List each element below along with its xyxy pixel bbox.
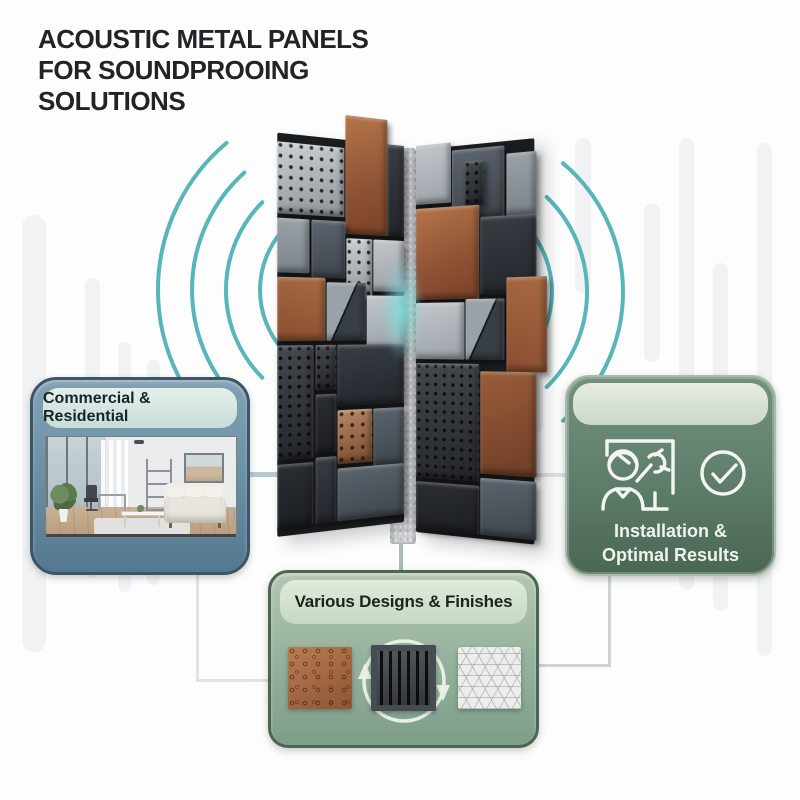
panel-tile-copper-perf bbox=[337, 408, 373, 464]
side-table-leg bbox=[233, 510, 235, 525]
panel-tile-perf-dark bbox=[416, 362, 480, 482]
page-title: ACOUSTIC METAL PANELS FOR SOUNDPROOING S… bbox=[38, 24, 398, 117]
panel-tile-dark2 bbox=[416, 480, 480, 535]
panel-tile-grey bbox=[276, 217, 310, 274]
title-line-1: ACOUSTIC METAL PANELS bbox=[38, 24, 369, 54]
panel-tile-diag-slate bbox=[327, 282, 366, 341]
panel-tile-perf-dark bbox=[276, 344, 314, 461]
panel-tile-slate bbox=[337, 462, 404, 522]
connector-line bbox=[243, 472, 295, 477]
connector-line bbox=[528, 473, 566, 477]
panel-tile-copper bbox=[416, 204, 480, 300]
potted-plant-leaves bbox=[50, 483, 77, 511]
desk-leg bbox=[98, 496, 100, 511]
ceiling-light bbox=[134, 440, 144, 444]
installation-label-line2: Optimal Results bbox=[601, 545, 740, 565]
office-chair-foot bbox=[86, 509, 98, 511]
sofa-leg bbox=[218, 523, 221, 528]
panel-tile-dark2 bbox=[276, 461, 314, 529]
office-chair-base bbox=[90, 502, 92, 510]
desk-top bbox=[98, 494, 126, 496]
panel-wall-right bbox=[416, 125, 547, 545]
copper-perforated-swatch bbox=[288, 647, 352, 709]
panel-tile-copper2 bbox=[506, 275, 547, 373]
cycle-arrowhead-up bbox=[358, 663, 372, 679]
coffee-table-top bbox=[121, 511, 165, 516]
coffee-table-leg bbox=[124, 515, 126, 527]
panel-tile-slate bbox=[311, 219, 346, 279]
panel-tile-silver bbox=[416, 302, 465, 360]
panel-wall-left bbox=[274, 111, 404, 538]
connector-line bbox=[608, 570, 611, 667]
installation-label-line1: Installation & bbox=[613, 521, 727, 541]
panel-tile-silver bbox=[416, 142, 451, 205]
slotted-metal-swatch bbox=[371, 645, 436, 711]
connector-line bbox=[531, 664, 611, 667]
card-commercial-residential: Commercial & Residential bbox=[30, 377, 250, 575]
picture-frame bbox=[184, 453, 224, 483]
panel-tile-dark bbox=[315, 455, 337, 525]
panel-tile-dark2 bbox=[315, 394, 337, 454]
panel-tile-copper bbox=[345, 115, 387, 236]
connector-line bbox=[196, 568, 199, 682]
card-commercial-header: Commercial & Residential bbox=[43, 388, 237, 428]
connector-line bbox=[196, 679, 270, 682]
curtain bbox=[101, 440, 128, 520]
check-circle-icon bbox=[700, 450, 746, 496]
cycle-arrows-icon bbox=[358, 639, 450, 723]
table-plant bbox=[137, 505, 144, 512]
desk-leg bbox=[124, 496, 126, 511]
sofa-cushion bbox=[205, 487, 222, 499]
sofa-cushion bbox=[186, 487, 203, 499]
panel-tile-dark bbox=[337, 343, 404, 407]
panel-tile-slate bbox=[373, 407, 404, 466]
potted-plant-pot bbox=[58, 509, 69, 522]
sofa-cushion bbox=[167, 487, 184, 499]
interior-photo bbox=[45, 436, 237, 538]
panel-tile-silver bbox=[373, 239, 404, 293]
installer-board-icon bbox=[601, 439, 675, 511]
installation-icons bbox=[601, 439, 746, 511]
card-various-designs: Various Designs & Finishes bbox=[268, 570, 539, 748]
card-installation-results: Installation & Optimal Results bbox=[565, 375, 776, 576]
cycle-arrowhead-down bbox=[436, 685, 450, 701]
panel-tile-perf-dark bbox=[464, 159, 485, 206]
panel-tile-silver bbox=[367, 295, 404, 349]
panel-tile-copper3 bbox=[480, 371, 537, 478]
panel-tile-diag-slate bbox=[465, 297, 505, 360]
panel-tile-dark bbox=[386, 143, 404, 237]
panel-tile-perf-dark bbox=[315, 344, 337, 391]
panel-tile-grey bbox=[506, 150, 537, 216]
title-line-2: FOR SOUNDPROOING bbox=[38, 55, 309, 85]
title-line-3: SOLUTIONS bbox=[38, 86, 186, 116]
equalizer-bar bbox=[644, 204, 660, 362]
triangle-lattice-swatch bbox=[458, 647, 521, 709]
side-table bbox=[228, 507, 236, 511]
sofa-leg bbox=[169, 523, 172, 528]
office-chair-seat bbox=[84, 498, 99, 502]
office-chair-back bbox=[86, 485, 97, 499]
coffee-table-leg bbox=[158, 515, 160, 527]
card-installation-label: Installation & Optimal Results bbox=[567, 519, 774, 567]
panel-tile-perf-silver bbox=[276, 140, 345, 218]
sofa-base bbox=[164, 497, 226, 523]
panel-tile-slate bbox=[480, 477, 537, 541]
panel-tile-copper2 bbox=[276, 277, 326, 342]
card-installation-header-band bbox=[573, 383, 768, 425]
card-designs-header: Various Designs & Finishes bbox=[280, 580, 527, 624]
